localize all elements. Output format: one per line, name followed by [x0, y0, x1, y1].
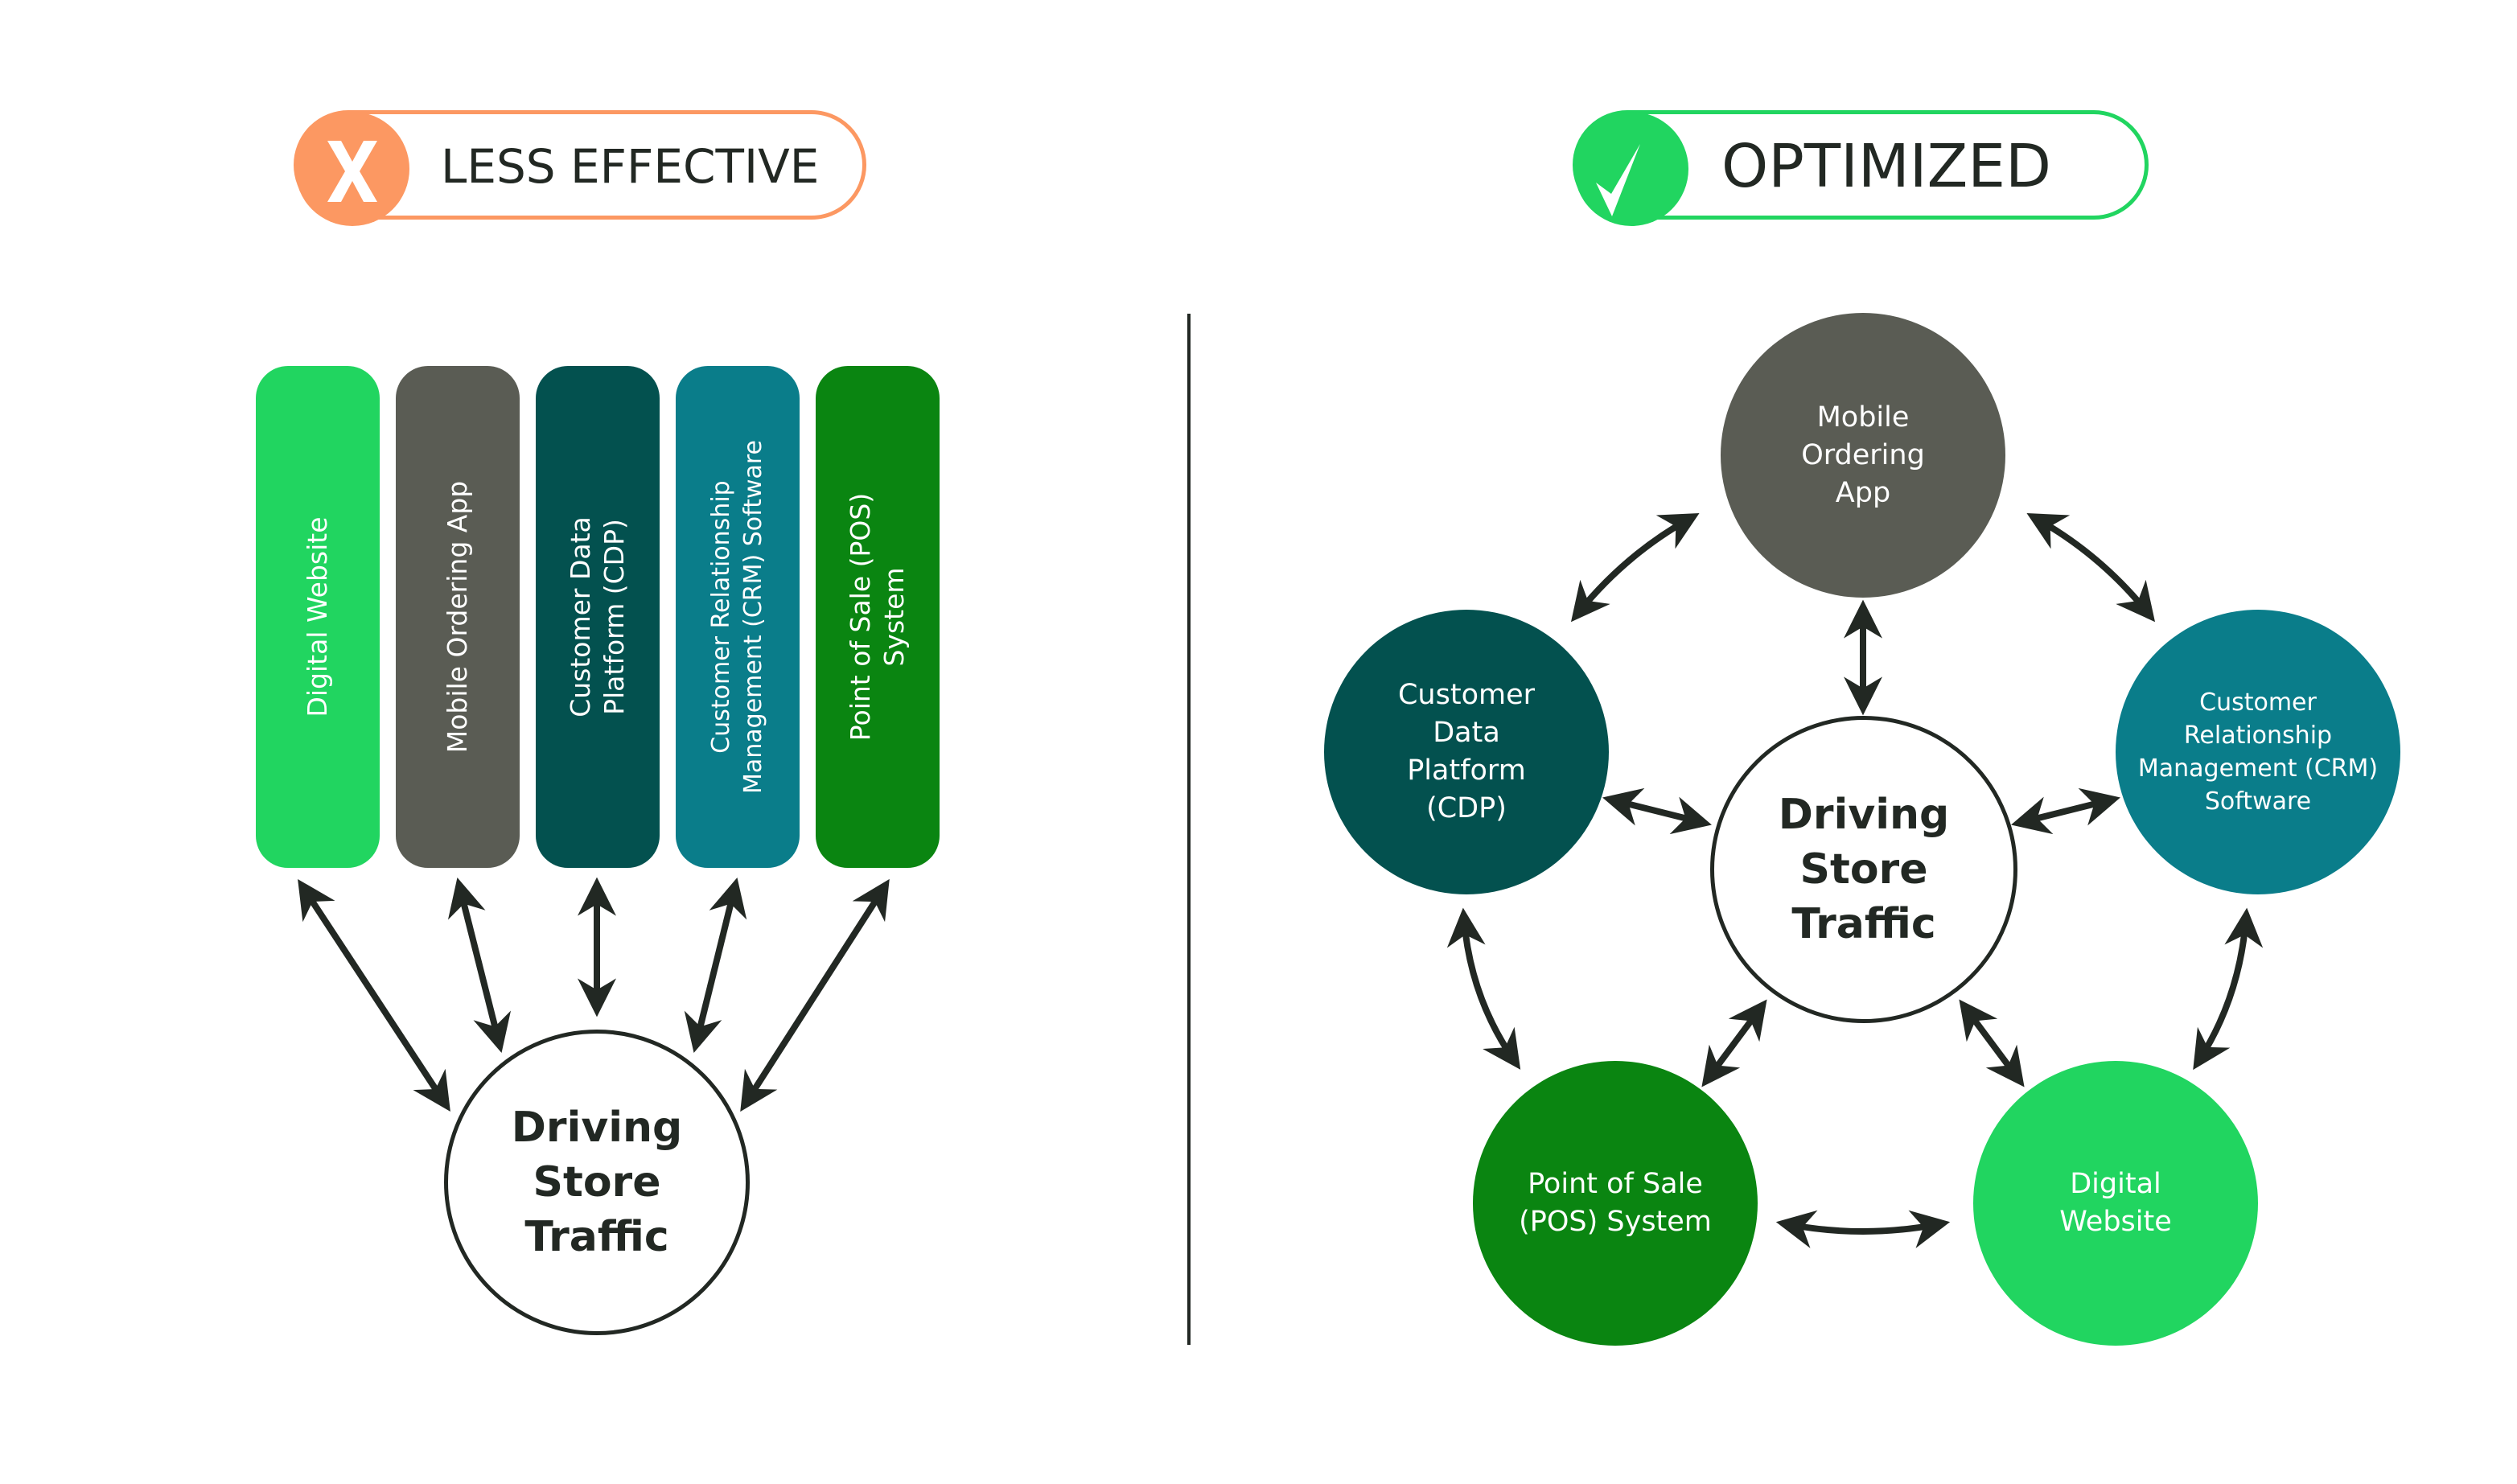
node-label: Mobile Ordering App [1801, 401, 1925, 509]
arrow-pos-hub-right [1701, 999, 1767, 1087]
left-hub-driving-store-traffic: Driving Store Traffic [444, 1030, 750, 1335]
node-label: Customer Relationship Management (CRM) S… [2137, 689, 2379, 816]
arrow-cdp-pos [1446, 907, 1521, 1070]
pillar-digital-website: Digital Website [256, 366, 380, 868]
hub-label: Driving Store Traffic [511, 1104, 683, 1261]
less-effective-header: LESS EFFECTIVE [294, 110, 866, 226]
check-badge [1574, 112, 1688, 226]
node-cdp: Customer Data Platform (CDP) [1324, 610, 1609, 894]
pillar-crm: Customer Relationship Management (CRM) S… [676, 366, 800, 868]
right-hub-driving-store-traffic: Driving Store Traffic [1710, 716, 2017, 1023]
pillar-pos: Point of Sale (POS) System [816, 366, 940, 868]
less-effective-title: LESS EFFECTIVE [441, 139, 820, 194]
x-icon [327, 141, 377, 202]
arrow-mobile-app-hub [447, 878, 512, 1053]
node-label: Digital Website [2059, 1168, 2172, 1238]
pillar-mobile-ordering-app: Mobile Ordering App [396, 366, 520, 868]
node-digital-website: Digital Website [1973, 1061, 2258, 1346]
checkmark-icon [1596, 144, 1640, 216]
node-pos: Point of Sale (POS) System [1473, 1061, 1758, 1346]
arrow-digital-hub-right [1959, 999, 2025, 1087]
arrow-crm-digital [2193, 907, 2264, 1071]
arrow-cdp-hub-right [1602, 787, 1712, 835]
optimized-title: OPTIMIZED [1721, 132, 2051, 201]
node-mobile-ordering-app: Mobile Ordering App [1721, 313, 2005, 598]
pillar-cdp: Customer Data Platform (CDP) [536, 366, 660, 868]
optimized-header: OPTIMIZED [1573, 110, 2149, 226]
node-label: Point of Sale (POS) System [1519, 1168, 1712, 1238]
arrow-crm-hub-right [2011, 787, 2120, 835]
hub-label: Driving Store Traffic [1778, 791, 1950, 948]
arrow-pos-digital [1775, 1210, 1951, 1248]
x-badge [295, 112, 409, 226]
arrow-pos-hub [740, 878, 890, 1112]
node-crm: Customer Relationship Management (CRM) S… [2116, 610, 2400, 894]
section-divider [1187, 314, 1191, 1345]
arrow-digital-website-hub [298, 878, 450, 1112]
arrow-crm-hub [684, 878, 747, 1053]
node-label: Customer Data Platform (CDP) [1397, 679, 1535, 824]
arrow-mobile-cdp [1570, 512, 1700, 623]
arrow-mobile-crm [2026, 512, 2156, 623]
